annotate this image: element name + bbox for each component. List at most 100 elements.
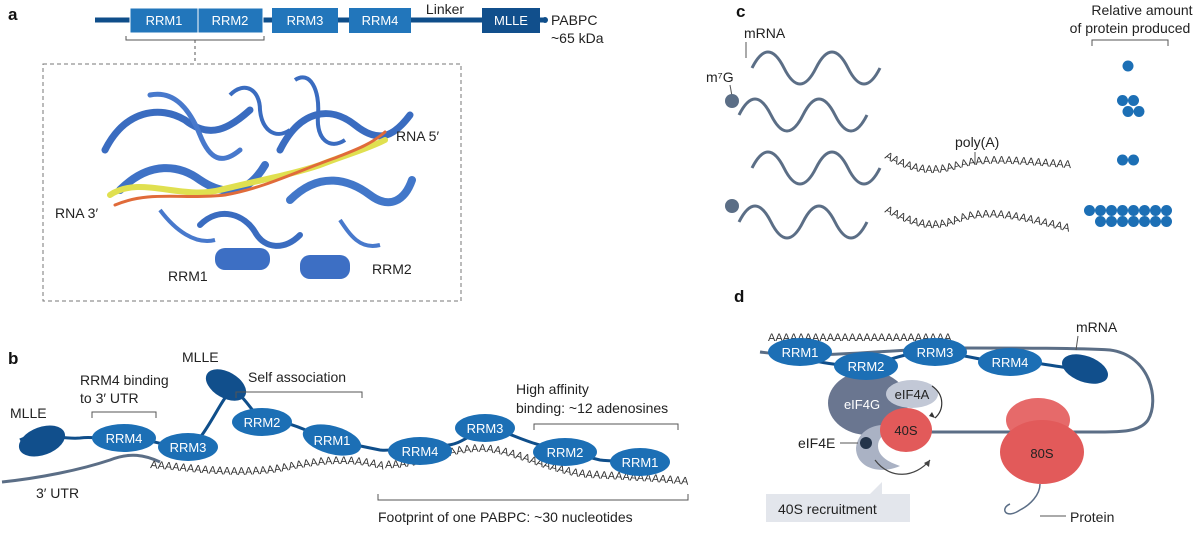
rrm4-binding-label-2: to 3′ UTR [80, 390, 139, 406]
poly-a-row-4: AAAAAAAAAAAAAAAAAAAAAAAAAA [883, 204, 1072, 235]
rrm2-label-d: RRM2 [848, 359, 885, 374]
rrm2-label-b2: RRM2 [547, 445, 584, 460]
panel-d-diagram: mRNA AAAAAAAAAAAAAAAAAAAAAAAAA eIF4G eIF… [759, 319, 1155, 525]
mrna-row-4 [737, 204, 869, 240]
domain-architecture: RRM1 RRM2 RRM3 RRM4 MLLE Linker PABPC ~6… [95, 1, 604, 64]
panel-c-diagram: mRNA m⁷G AAAAAAAAAAAAAAAAAAAAAAAAAA AAAA… [706, 2, 1193, 240]
ribbon-strand [276, 110, 414, 154]
rrm3-domain-b2 [455, 414, 515, 442]
high-affinity-bracket [533, 423, 679, 430]
rrm4-domain-b1 [92, 424, 156, 452]
rna-sticks-backbone [113, 130, 387, 207]
utr-line [1, 453, 161, 484]
rrm3-label-d: RRM3 [917, 345, 954, 360]
mlle-domain-1 [18, 425, 66, 457]
rrm4-binding-bracket [91, 411, 157, 418]
poly-a-label-c: poly(A) [955, 134, 999, 150]
rrm2-structure-label: RRM2 [372, 261, 412, 277]
cap-row-4 [725, 199, 739, 213]
mrna-pointer-d [1075, 335, 1079, 351]
utr-label: 3′ UTR [36, 485, 79, 501]
eif4a-arrow [931, 385, 943, 419]
cap-row-2 [725, 94, 739, 108]
ribbon-loop [228, 85, 292, 136]
rrm4-domain-b2 [388, 437, 452, 465]
protein-dot [1133, 106, 1145, 117]
protein-dot [1106, 205, 1117, 216]
rrm1-label-b1: RRM1 [314, 433, 351, 448]
domain-rrm4 [349, 8, 411, 33]
rna-5-prime-label: RNA 5′ [396, 128, 439, 144]
ribbon-strand [197, 211, 303, 249]
protein-dots [1084, 60, 1172, 227]
protein-dot [1122, 60, 1134, 72]
domain-label-rrm1: RRM1 [146, 13, 183, 28]
mlle-label-2: MLLE [182, 349, 219, 365]
crystal-structure [101, 75, 416, 279]
protein-name: PABPC [551, 12, 597, 28]
rrm3-label-b1: RRM3 [170, 440, 207, 455]
recruitment-callout [766, 482, 910, 522]
ribosome-40s-label: 40S [894, 423, 917, 438]
eif4a-factor [886, 380, 938, 408]
ribbon-loop [338, 218, 381, 248]
rrm4-binding-label-1: RRM4 binding [80, 372, 169, 388]
footprint-bracket [377, 494, 689, 501]
protein-dot [1122, 106, 1134, 117]
ribbon-loop [158, 208, 216, 243]
mrna-row-2 [737, 97, 869, 133]
rrm4-label-d: RRM4 [992, 355, 1029, 370]
eif4e-factor [856, 424, 900, 470]
rrm2-domain-b1 [232, 408, 292, 436]
protein-dot [1117, 154, 1128, 166]
domain-rrm3 [272, 8, 338, 33]
recruitment-arrowhead [924, 460, 930, 467]
high-affinity-label-1: High affinity [516, 381, 589, 397]
rrm4-domain-d [978, 348, 1042, 376]
ribbon-loop [147, 91, 243, 161]
protein-dot [1139, 205, 1150, 216]
protein-dot [1139, 216, 1150, 227]
ribbon-loop [293, 75, 347, 146]
mlle-domain-d [1062, 354, 1108, 384]
mrna-label-d: mRNA [1076, 319, 1118, 335]
ribbon-strand [286, 176, 416, 207]
footprint-label: Footprint of one PABPC: ~30 nucleotides [378, 509, 633, 525]
rrm1-structure-label: RRM1 [168, 268, 208, 284]
rrm4-label-b1: RRM4 [106, 431, 143, 446]
recruitment-arrow [874, 459, 931, 475]
panel-label-a: a [8, 5, 18, 24]
protein-dot [1161, 216, 1172, 227]
rrm2-domain-b2 [533, 438, 597, 466]
protein-label-d: Protein [1070, 509, 1114, 525]
ribbon-helix-rrm1 [215, 248, 270, 270]
self-association-label: Self association [248, 369, 346, 385]
ribosome-40s [880, 408, 932, 452]
high-affinity-label-2: binding: ~12 adenosines [516, 400, 668, 416]
protein-dot [1095, 205, 1106, 216]
rrm3-label-b2: RRM3 [467, 421, 504, 436]
protein-size: ~65 kDa [551, 30, 604, 46]
domain-label-rrm4: RRM4 [362, 13, 399, 28]
mrna-label-c: mRNA [744, 25, 786, 41]
rna-sticks-bases [107, 137, 388, 198]
mlle-label-1: MLLE [10, 405, 47, 421]
protein-dot [1150, 216, 1161, 227]
protein-dot [1128, 95, 1139, 106]
protein-dot [1128, 216, 1139, 227]
eif4e-label: eIF4E [798, 435, 835, 451]
panel-label-c: c [736, 2, 745, 21]
domain-label-rrm2: RRM2 [212, 13, 249, 28]
nascent-protein [1004, 483, 1041, 515]
structure-box [42, 63, 462, 302]
eif4a-label: eIF4A [895, 387, 930, 402]
rrm4-label-b2: RRM4 [402, 444, 439, 459]
domain-label-rrm3: RRM3 [287, 13, 324, 28]
relative-amount-label-2: of protein produced [1070, 20, 1191, 36]
protein-dot [1117, 205, 1128, 216]
self-association-bracket [235, 391, 363, 398]
protein-dot [1117, 95, 1128, 106]
rrm3-domain-d [903, 338, 967, 366]
backbone-end [542, 17, 548, 23]
